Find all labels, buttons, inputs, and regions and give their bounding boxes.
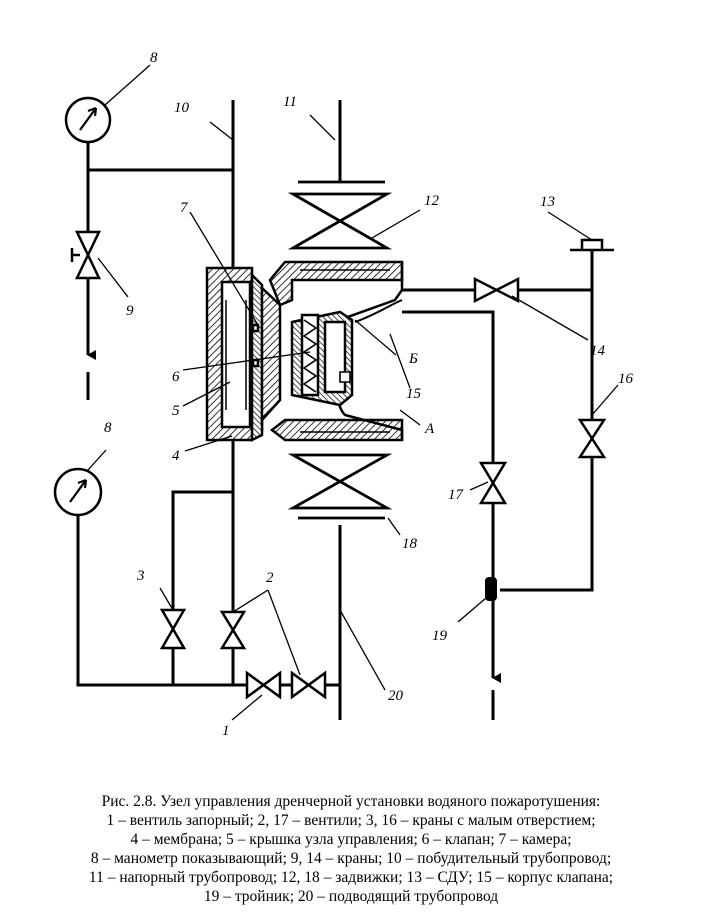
label-13: 13 bbox=[540, 194, 555, 210]
gauge-line-bottom bbox=[76, 515, 247, 687]
valve-14 bbox=[473, 276, 520, 304]
gate-valve-18 bbox=[287, 453, 393, 510]
label-8-bottom: 8 bbox=[104, 420, 112, 436]
chamber-7 bbox=[260, 285, 282, 424]
label-7: 7 bbox=[180, 200, 189, 216]
caption-legend-line: 8 – манометр показывающий; 9, 14 – краны… bbox=[90, 850, 612, 867]
label-6: 6 bbox=[172, 369, 180, 385]
caption-legend-line: 11 – напорный трубопровод; 12, 18 – задв… bbox=[88, 869, 614, 886]
gauge-line-top bbox=[86, 140, 233, 172]
caption-legend-line: 1 – вентиль запорный; 2, 17 – вентили; 3… bbox=[106, 812, 596, 829]
caption-legend-line: 19 – тройник; 20 – подводящий трубопрово… bbox=[203, 888, 499, 905]
label-4: 4 bbox=[172, 448, 180, 464]
valve-9 bbox=[75, 230, 101, 280]
label-16: 16 bbox=[618, 371, 634, 387]
label-2: 2 bbox=[266, 570, 274, 586]
valve-17 bbox=[478, 461, 508, 505]
membrane-4 bbox=[250, 271, 264, 443]
label-B: Б bbox=[408, 351, 418, 367]
caption-title: Рис. 2.8. Узел управления дренчерной уст… bbox=[101, 793, 601, 810]
caption-legend-line: 4 – мембрана; 5 – крышка узла управления… bbox=[130, 831, 572, 848]
valve-1 bbox=[245, 670, 282, 700]
valve-2-vertical bbox=[219, 610, 247, 650]
valve-16 bbox=[577, 418, 607, 459]
valve-body-15-top bbox=[268, 260, 404, 307]
label-5: 5 bbox=[172, 403, 180, 419]
label-3: 3 bbox=[136, 568, 145, 584]
label-11: 11 bbox=[283, 94, 297, 110]
valve-3-branch bbox=[171, 490, 233, 685]
sdu-line-13 bbox=[500, 250, 594, 592]
tee-19 bbox=[485, 577, 497, 601]
label-12: 12 bbox=[424, 193, 440, 209]
label-8-top: 8 bbox=[150, 50, 158, 66]
valve-3 bbox=[159, 608, 187, 650]
control-unit-body bbox=[205, 260, 404, 443]
label-A: А bbox=[424, 421, 435, 437]
label-19: 19 bbox=[432, 628, 448, 644]
label-17: 17 bbox=[448, 487, 465, 503]
valve-body-15-bottom bbox=[269, 418, 404, 442]
label-10: 10 bbox=[174, 100, 190, 116]
sdu-13 bbox=[570, 238, 614, 252]
label-14: 14 bbox=[590, 343, 606, 359]
label-9: 9 bbox=[126, 303, 134, 319]
label-15: 15 bbox=[406, 386, 422, 402]
label-20: 20 bbox=[388, 688, 404, 704]
label-1: 1 bbox=[222, 723, 230, 739]
gate-valve-12 bbox=[287, 192, 393, 250]
valve-2-horizontal bbox=[290, 670, 327, 700]
drencher-control-unit-diagram: 8 10 11 12 13 7 9 14 6 Б 16 15 5 А 8 4 1… bbox=[53, 50, 634, 739]
figure-caption: Рис. 2.8. Узел управления дренчерной уст… bbox=[40, 792, 662, 906]
label-18: 18 bbox=[402, 536, 418, 552]
